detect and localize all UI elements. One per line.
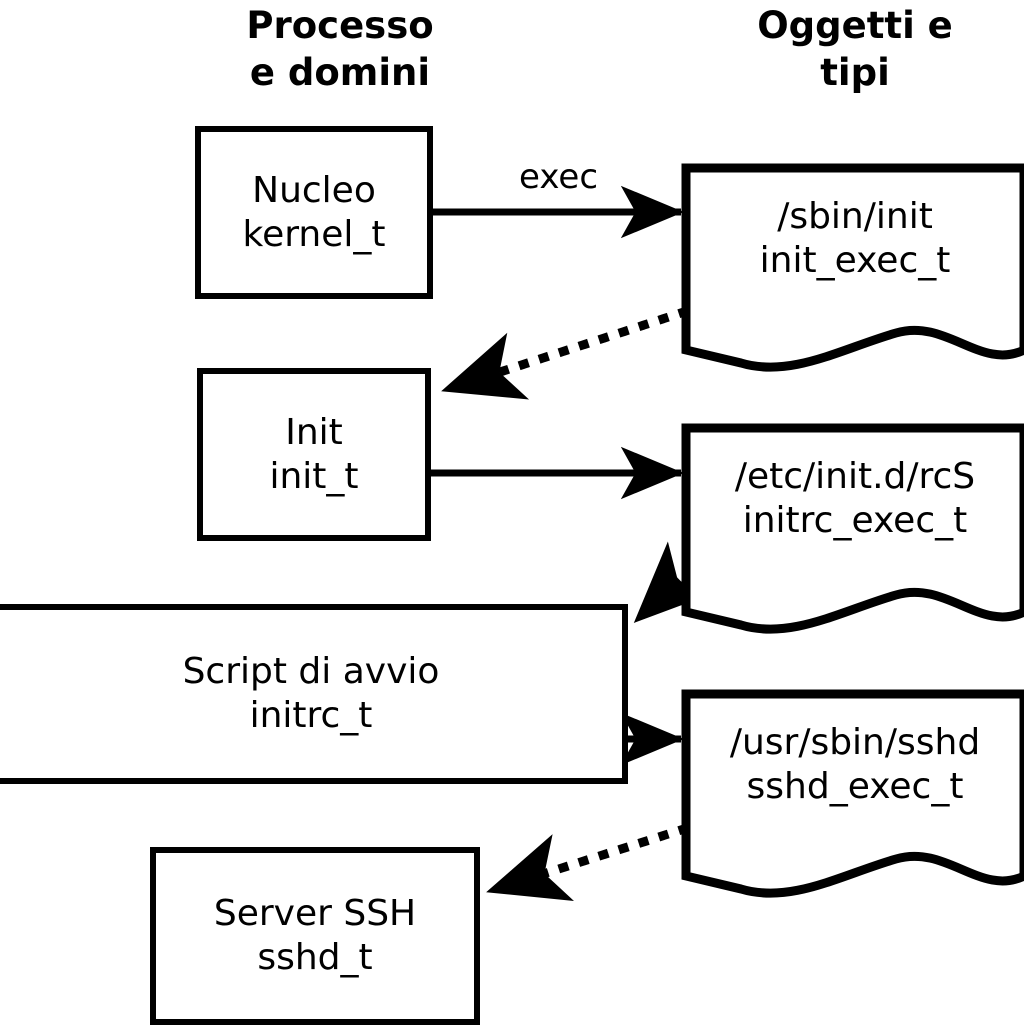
column-header-objects: Oggetti e tipi xyxy=(757,4,953,95)
object-node-init-exec[interactable]: /sbin/init init_exec_t xyxy=(681,163,1024,375)
column-header-processes: Processo e domini xyxy=(246,4,434,95)
object-node-initrc-exec[interactable]: /etc/init.d/rcS initrc_exec_t xyxy=(681,423,1024,637)
edge-init-exec-to-init xyxy=(441,306,690,400)
object-node-sshd-exec[interactable]: /usr/sbin/sshd sshd_exec_t xyxy=(681,689,1024,901)
document-shape-icon xyxy=(681,163,1024,372)
document-shape-icon xyxy=(681,423,1024,634)
process-node-kernel[interactable]: Nucleo kernel_t xyxy=(195,126,433,299)
document-shape-icon xyxy=(681,689,1024,898)
process-node-init[interactable]: Init init_t xyxy=(197,368,431,541)
process-node-initrc[interactable]: Script di avvio initrc_t xyxy=(0,604,628,784)
process-node-sshd[interactable]: Server SSH sshd_t xyxy=(150,847,480,1025)
edge-sshd-exec-to-sshd xyxy=(486,823,690,901)
edge-label-exec: exec xyxy=(519,157,599,197)
